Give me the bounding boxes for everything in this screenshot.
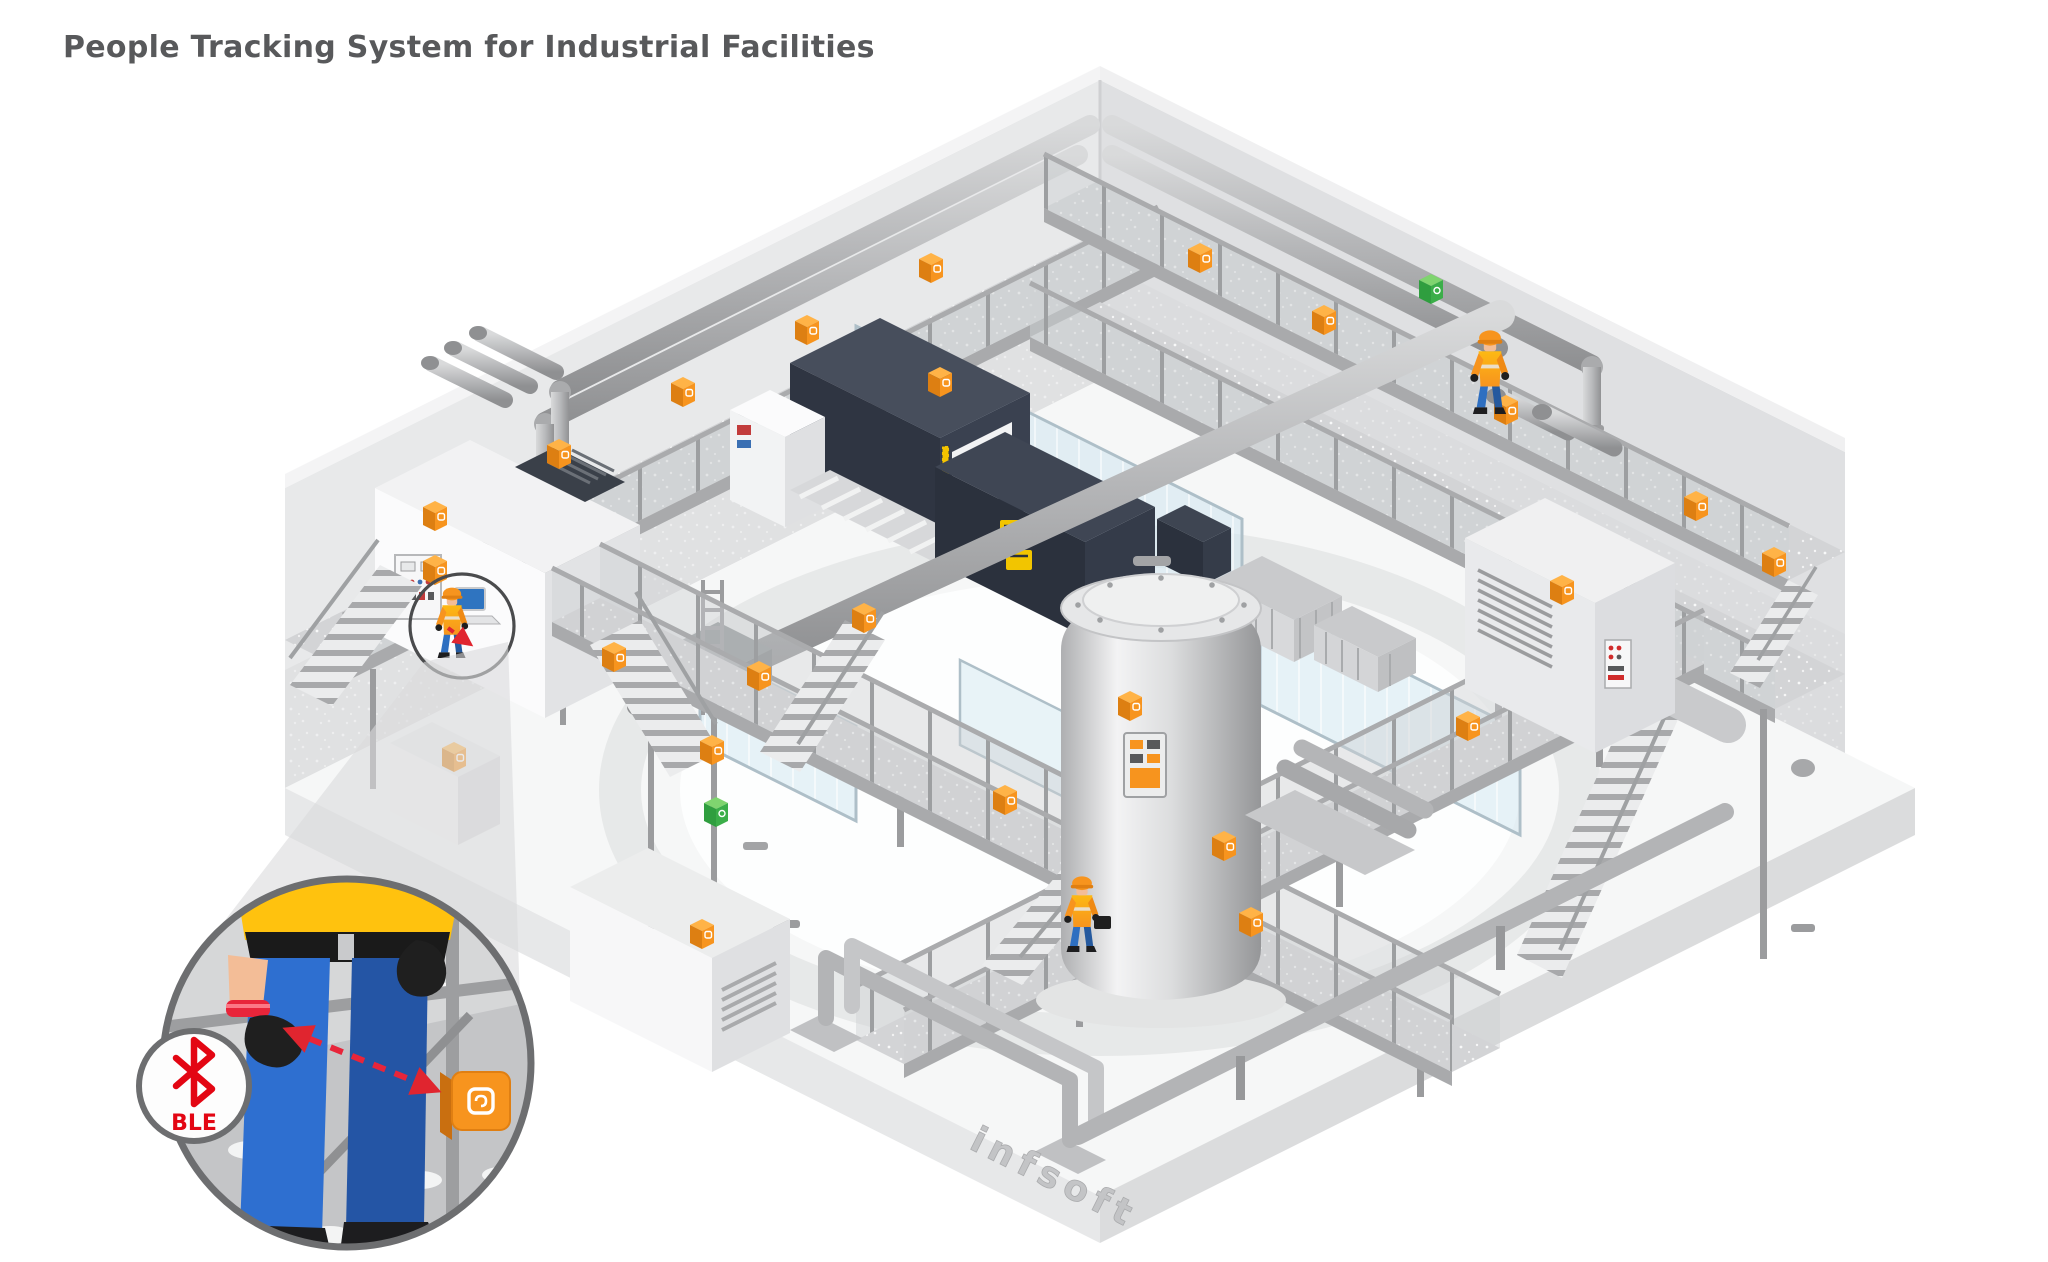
ble-beacon-icon [927,366,953,398]
ble-beacon-icon [1117,690,1143,722]
ble-beacon-icon [601,641,627,673]
ble-beacon-icon [546,438,572,470]
ble-label: BLE [171,1111,217,1136]
ble-badge: BLE [136,1028,252,1144]
page-title: People Tracking System for Industrial Fa… [63,30,875,65]
ble-beacon-icon [689,918,715,950]
storage-tank [1036,573,1286,1028]
floor-pipes [790,759,1815,1174]
ble-beacon-icon [1455,710,1481,742]
ble-beacon-icon [918,252,944,284]
stairs [288,538,1818,985]
tank-control-panel [1123,732,1167,798]
ble-beacon-icon [992,784,1018,816]
ble-beacon-icon [746,660,772,692]
ble-beacon-icon [1683,490,1709,522]
ble-beacon-icon [851,602,877,634]
ble-beacon-icon [670,376,696,408]
control-cabinet [730,390,825,527]
pump-unit [1245,739,1434,875]
dark-crate [1157,505,1231,585]
wall-node-icon [703,796,729,828]
ble-beacon-icon [1549,574,1575,606]
ble-beacon-icon [1187,242,1213,274]
ble-beacon-icon [1238,906,1264,938]
worker-near-tank [1064,876,1111,952]
ble-beacon-icon [422,500,448,532]
bluetooth-icon [172,1036,216,1108]
ble-beacon-icon [794,314,820,346]
inset-detail: BLE [136,875,535,1251]
ble-beacon-icon [1761,546,1787,578]
ble-beacon-icon [699,734,725,766]
hvac-panel [1604,639,1632,689]
ble-beacon-icon [1311,304,1337,336]
workers [435,330,1510,952]
ble-beacon-icon [1211,830,1237,862]
inset-beacon [440,1071,511,1140]
wall-node-icon [1418,273,1444,305]
ble-signal-arrow [282,1025,442,1095]
